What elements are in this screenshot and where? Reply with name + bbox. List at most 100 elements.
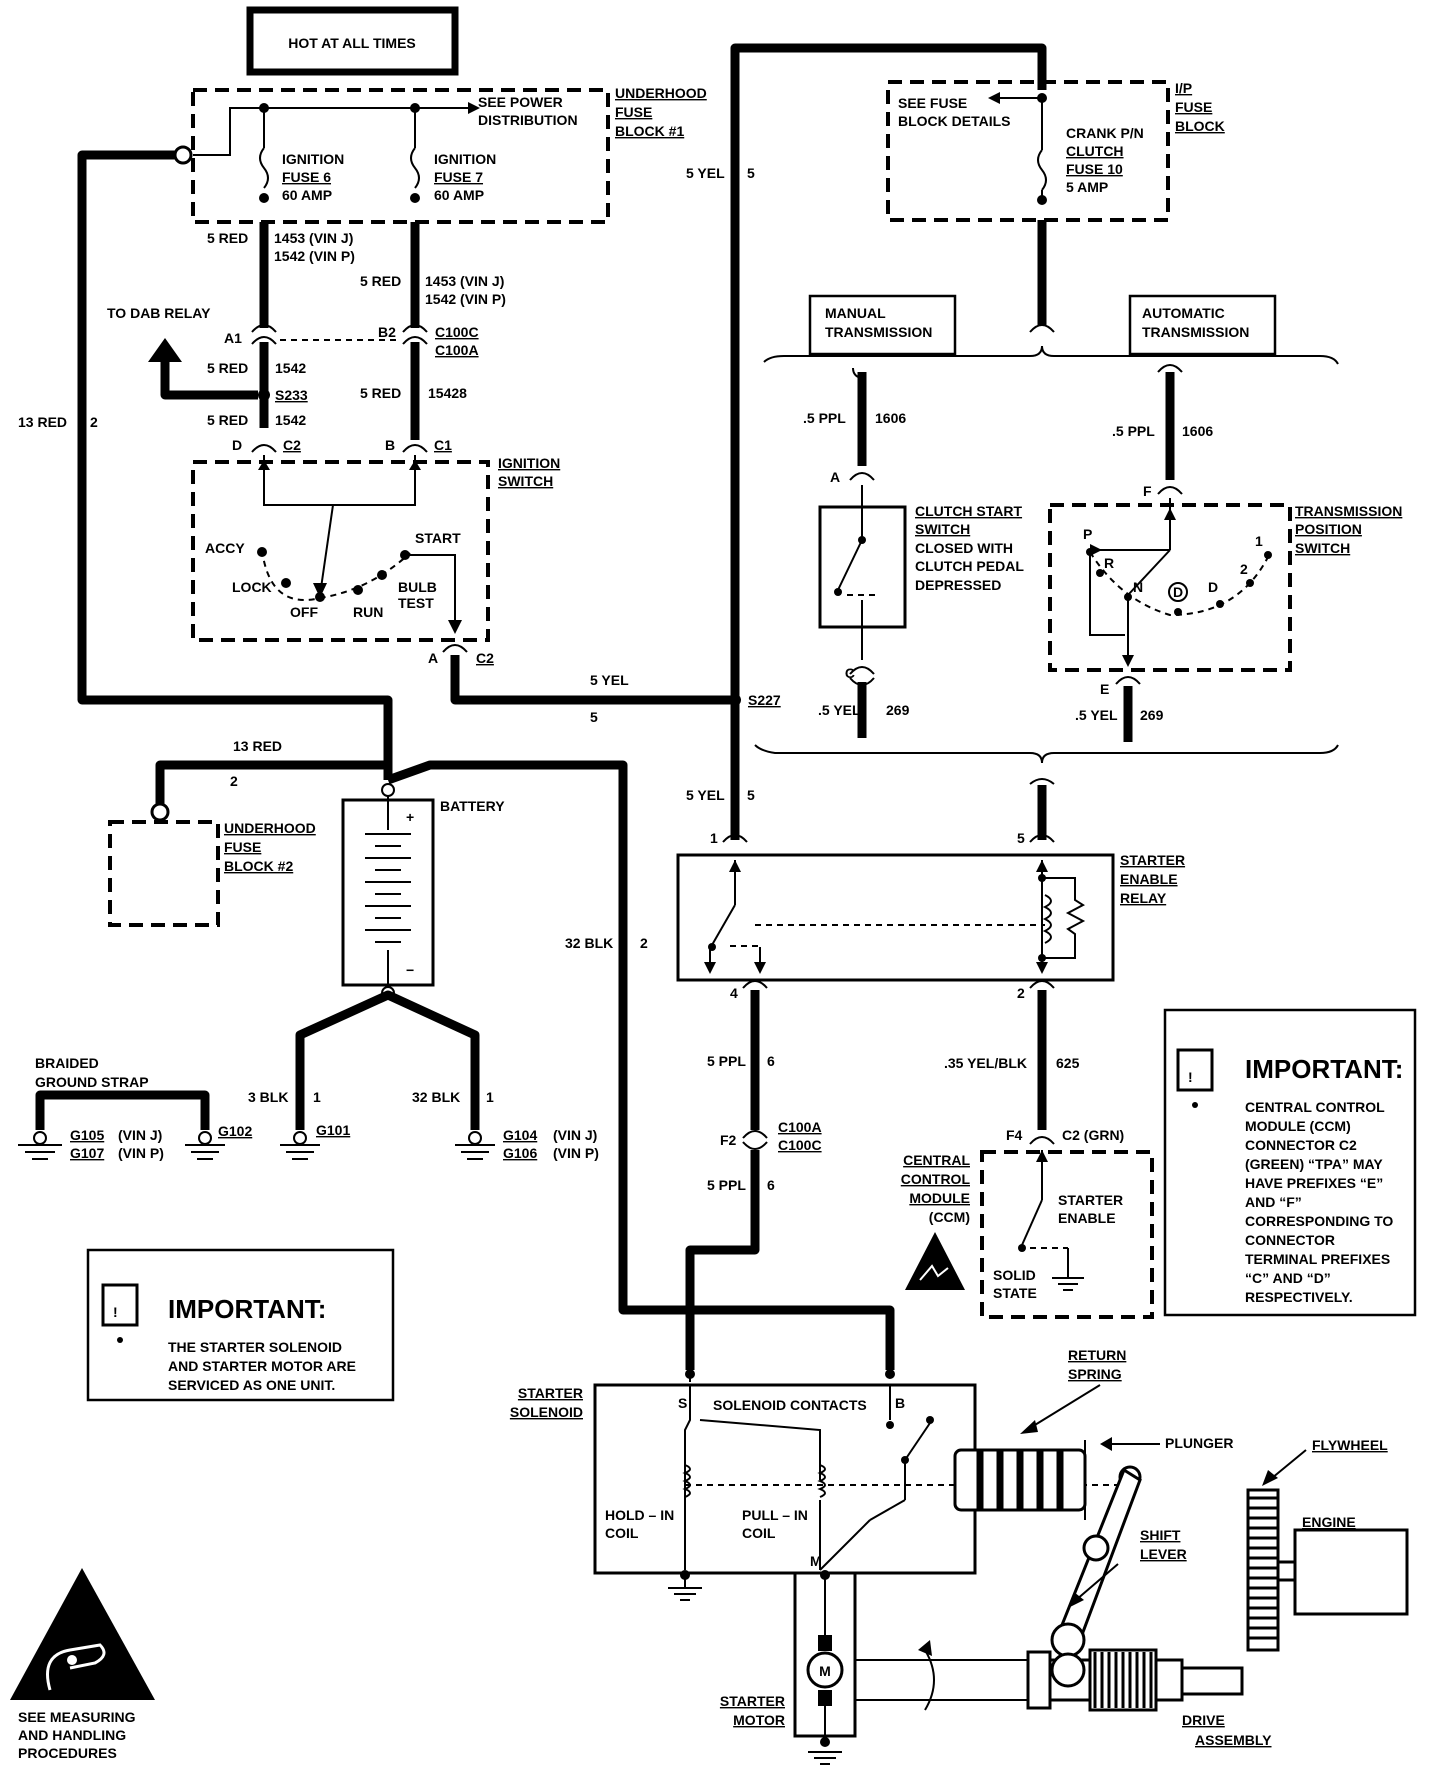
svg-text:(VIN J): (VIN J) [118,1127,162,1143]
svg-text:CENTRAL: CENTRAL [903,1152,970,1168]
svg-text:F2: F2 [720,1132,737,1148]
flywheel [1246,1488,1280,1652]
drive-assembly-label: DRIVE ASSEMBLY [1182,1712,1272,1748]
svg-text:STARTER: STARTER [1120,852,1185,868]
svg-text:UNDERHOOD: UNDERHOOD [224,820,316,836]
svg-text:5: 5 [1017,830,1025,846]
svg-text:SWITCH: SWITCH [498,473,553,489]
svg-text:ENABLE: ENABLE [1058,1210,1116,1226]
hot-label: HOT AT ALL TIMES [288,35,416,51]
return-spring-label: RETURN SPRING [1068,1347,1126,1382]
svg-text:1453 (VIN J): 1453 (VIN J) [274,230,353,246]
shift-lever-label: SHIFT LEVER [1140,1527,1187,1562]
svg-text:1: 1 [313,1089,321,1105]
svg-text:OFF: OFF [290,604,318,620]
fuse10-label: CRANK P/N CLUTCH FUSE 10 5 AMP [1066,125,1144,195]
svg-text:I/P: I/P [1175,80,1192,96]
svg-text:G104: G104 [503,1127,537,1143]
svg-text:STARTER: STARTER [720,1693,785,1709]
hold-in-coil-icon [682,1464,691,1498]
ccm-title: CENTRAL CONTROL MODULE (CCM) [901,1152,971,1225]
svg-text:269: 269 [886,702,910,718]
see-power-label: SEE POWER [478,94,563,110]
svg-text:TEST: TEST [398,595,434,611]
svg-text:AND “F”: AND “F” [1245,1194,1302,1210]
svg-text:SHIFT: SHIFT [1140,1527,1181,1543]
wire-to-dab [160,358,258,400]
svg-text:1453 (VIN J): 1453 (VIN J) [425,273,504,289]
svg-text:P: P [1083,526,1092,542]
ip-fuse-block [886,80,1170,222]
svg-text:RUN: RUN [353,604,383,620]
svg-text:A: A [428,650,438,666]
svg-text:6: 6 [767,1053,775,1069]
svg-text:D: D [232,437,242,453]
splice-s227 [729,694,741,706]
svg-text:STATE: STATE [993,1285,1037,1301]
svg-text:5: 5 [747,165,755,181]
svg-text:C100A: C100A [778,1119,822,1135]
arrow-icon [988,92,1000,104]
svg-text:C100A: C100A [435,342,479,358]
manual-trans-box [808,294,957,356]
relay-resistor-icon [1042,877,1086,959]
brace-top [763,345,1339,365]
hot-at-all-times-box [246,6,459,76]
svg-text:G106: G106 [503,1145,537,1161]
svg-text:DEPRESSED: DEPRESSED [915,577,1001,593]
svg-text:G102: G102 [218,1123,252,1139]
svg-text:C1: C1 [434,437,452,453]
tps-label: TRANSMISSION POSITION SWITCH [1295,503,1402,556]
svg-text:!: ! [1188,1069,1193,1085]
svg-text:BLOCK DETAILS: BLOCK DETAILS [898,113,1011,129]
braided-label: BRAIDED GROUND STRAP [35,1055,149,1090]
svg-text:.5 PPL: .5 PPL [1112,423,1155,439]
fuse10-icon [1037,149,1047,191]
svg-text:B2: B2 [378,324,396,340]
svg-text:(VIN P): (VIN P) [553,1145,599,1161]
esd-label: SEE MEASURING AND HANDLING PROCEDURES [18,1709,136,1761]
switch-common [263,455,416,506]
svg-text:CLUTCH PEDAL: CLUTCH PEDAL [915,558,1024,574]
svg-text:2: 2 [1240,561,1248,577]
svg-text:(VIN J): (VIN J) [553,1127,597,1143]
svg-text:625: 625 [1056,1055,1080,1071]
svg-text:AND STARTER MOTOR ARE: AND STARTER MOTOR ARE [168,1358,356,1374]
svg-text:SEE MEASURING: SEE MEASURING [18,1709,136,1725]
relay-contact [711,904,736,946]
connector-b2 [402,324,428,333]
engine-label: ENGINE [1302,1514,1356,1530]
arrow-icon [468,102,480,114]
starter-solenoid [593,1383,977,1575]
svg-text:.35 YEL/BLK: .35 YEL/BLK [944,1055,1027,1071]
svg-text:1542: 1542 [275,412,306,428]
ignition-switch-box [191,460,490,642]
svg-text:.5 YEL: .5 YEL [1075,707,1118,723]
svg-text:15428: 15428 [428,385,467,401]
wire-label: 13 RED [18,414,67,430]
svg-text:SOLENOID: SOLENOID [510,1404,583,1420]
important-title: IMPORTANT: [168,1294,326,1324]
switch-arc [261,549,411,601]
svg-text:5 AMP: 5 AMP [1066,179,1108,195]
svg-text:−: − [406,962,414,978]
ignition-switch-title: IGNITION SWITCH [498,455,560,489]
svg-text:FUSE 6: FUSE 6 [282,169,331,185]
svg-text:F: F [1143,483,1152,499]
solenoid-contacts-label: SOLENOID CONTACTS [713,1397,867,1413]
svg-text:HOLD – IN: HOLD – IN [605,1507,674,1523]
flywheel-label: FLYWHEEL [1312,1437,1388,1453]
wire-5yel-feed [730,43,1047,840]
svg-text:F4: F4 [1006,1127,1023,1143]
svg-text:2: 2 [230,773,238,789]
svg-text:CONTROL: CONTROL [901,1171,971,1187]
svg-text:STARTER: STARTER [1058,1192,1123,1208]
braided-ground-strap [35,1090,210,1130]
svg-text:A: A [830,469,840,485]
important-icon [101,1283,139,1327]
svg-text:1: 1 [710,830,718,846]
svg-text:D: D [1208,579,1218,595]
svg-text:A1: A1 [224,330,242,346]
svg-text:C100C: C100C [778,1137,822,1153]
to-dab-label: TO DAB RELAY [107,305,211,321]
